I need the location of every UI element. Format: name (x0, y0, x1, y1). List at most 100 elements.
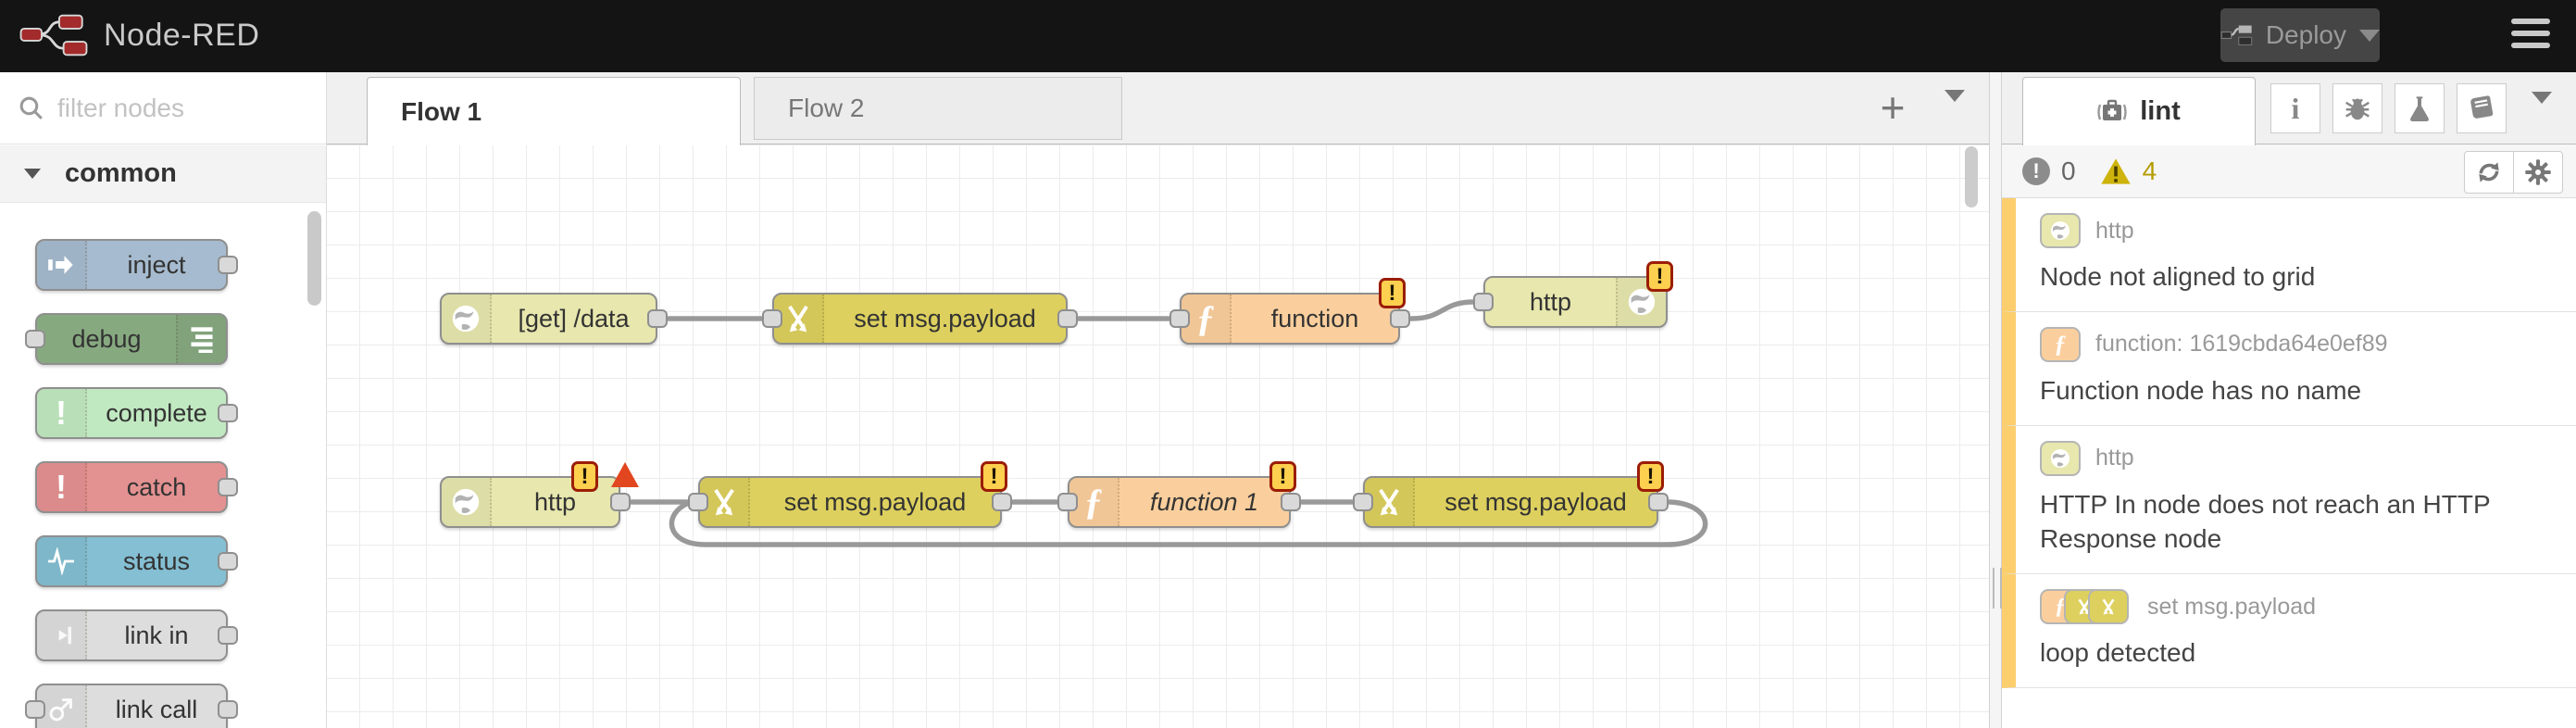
node-output-port[interactable] (218, 700, 238, 719)
node-output-port[interactable] (218, 478, 238, 496)
flow-node-http-in[interactable]: http ! (440, 461, 639, 528)
test-tab-button[interactable] (2395, 83, 2445, 133)
info-tab-button[interactable]: i (2270, 83, 2320, 133)
node-output-port[interactable] (647, 309, 668, 328)
gear-icon (2525, 159, 2551, 185)
palette-search[interactable] (0, 72, 326, 144)
wire[interactable] (1408, 299, 1477, 321)
tab-label: Flow 1 (401, 96, 482, 126)
palette-node-complete[interactable]: ! complete (35, 387, 238, 439)
node-label: link in (124, 621, 189, 649)
plus-icon: + (1880, 83, 1906, 132)
flow-node-function-1[interactable]: ƒ function 1 ! (1057, 461, 1301, 528)
flow-canvas[interactable]: [get] /data set msg.payload ƒ function !… (326, 144, 1989, 728)
exclamation-glyph: ! (1656, 263, 1664, 289)
node-input-port[interactable] (1473, 293, 1494, 311)
palette-node-status[interactable]: status (35, 535, 238, 587)
exclamation-glyph: ! (990, 463, 998, 489)
chevron-down-icon (1945, 90, 1965, 118)
flow-node-function[interactable]: ƒ function ! (1169, 278, 1410, 345)
flow-node-http-in-get-data[interactable]: [get] /data (440, 293, 668, 345)
lint-issue[interactable]: ƒ set msg.payload loop detected (2002, 574, 2576, 688)
node-output-port[interactable] (218, 552, 238, 571)
palette-node-inject[interactable]: inject (35, 239, 238, 291)
lint-action-buttons (2464, 151, 2563, 194)
tab-flow-1[interactable]: Flow 1 (367, 77, 741, 145)
app-title: Node-RED (104, 17, 260, 53)
node-label: set msg.payload (854, 304, 1036, 333)
lint-issue-list: http Node not aligned to grid ƒ function… (2002, 198, 2576, 688)
node-palette: common inject debug ! complete (0, 72, 327, 728)
warning-badge: ! (1379, 278, 1406, 308)
medkit-icon (2097, 99, 2127, 120)
node-red-logo-icon (19, 14, 88, 56)
node-output-port[interactable] (218, 256, 238, 274)
node-input-port[interactable] (688, 493, 708, 511)
function-glyph: ƒ (2054, 330, 2067, 358)
node-label: set msg.payload (1444, 487, 1627, 516)
issue-message: Function node has no name (2040, 375, 2362, 405)
tab-lint[interactable]: lint (2022, 77, 2256, 145)
node-output-port[interactable] (1390, 309, 1410, 328)
tab-flow-2[interactable]: Flow 2 (754, 77, 1122, 140)
http-node-mini-icon (2040, 440, 2081, 476)
node-input-port[interactable] (1353, 493, 1373, 511)
sidebar-options-chevron[interactable] (2532, 92, 2552, 120)
flow-list-chevron-icon[interactable] (1945, 90, 1965, 119)
node-output-port[interactable] (1057, 309, 1078, 328)
warning-triangle-icon (2100, 157, 2131, 184)
settings-button[interactable] (2513, 152, 2562, 193)
error-count: 0 (2061, 156, 2076, 185)
debug-tab-button[interactable] (2332, 83, 2382, 133)
flow-node-http-response[interactable]: http ! (1473, 261, 1673, 328)
flow-node-change-1[interactable]: set msg.payload (762, 293, 1078, 345)
add-flow-button[interactable]: + (1870, 83, 1915, 132)
filter-nodes-input[interactable] (56, 92, 281, 124)
sidebar-tab-bar: lint i (2002, 72, 2576, 145)
palette-node-link-in[interactable]: link in (35, 609, 238, 661)
node-label: debug (71, 324, 142, 353)
help-tab-button[interactable] (2457, 83, 2507, 133)
node-input-port[interactable] (762, 309, 782, 328)
node-output-port[interactable] (1281, 493, 1301, 511)
deploy-icon (2220, 25, 2253, 46)
tab-label: Flow 2 (788, 94, 865, 122)
node-input-port[interactable] (1057, 493, 1078, 511)
deploy-options-chevron-icon[interactable] (2359, 29, 2380, 42)
warning-badge: ! (571, 461, 598, 492)
palette-node-link-call[interactable]: link call (25, 684, 238, 728)
sidebar-splitter[interactable] (1989, 72, 2002, 728)
node-input-port[interactable] (25, 700, 45, 719)
flask-icon (2410, 96, 2429, 121)
wires-layer (629, 299, 1708, 547)
palette-category-common[interactable]: common (0, 145, 326, 203)
main-menu-button[interactable] (2511, 19, 2550, 48)
lint-issue[interactable]: http Node not aligned to grid (2002, 198, 2576, 312)
node-input-port[interactable] (1169, 309, 1190, 328)
node-label: catch (126, 472, 187, 501)
exclamation-icon: ! (37, 389, 87, 437)
flow-node-change-3[interactable]: set msg.payload ! (1353, 461, 1669, 528)
node-input-port[interactable] (25, 330, 45, 348)
node-output-port[interactable] (218, 404, 238, 422)
lint-issue[interactable]: ƒ function: 1619cbda64e0ef89 Function no… (2002, 311, 2576, 426)
refresh-button[interactable] (2465, 152, 2513, 193)
deploy-button[interactable]: Deploy (2220, 8, 2380, 62)
canvas-vertical-scrollbar[interactable] (1965, 146, 1978, 207)
node-output-port[interactable] (1648, 493, 1669, 511)
chevron-down-icon (2532, 92, 2552, 119)
lint-issue[interactable]: http HTTP In node does not reach an HTTP… (2002, 425, 2576, 575)
node-output-port[interactable] (992, 493, 1012, 511)
workspace-tab-bar: Flow 1 Flow 2 + (326, 72, 1989, 145)
node-label: http (533, 487, 577, 516)
node-output-port[interactable] (218, 626, 238, 645)
node-output-port[interactable] (610, 493, 631, 511)
globe-icon (442, 295, 492, 343)
palette-scrollbar[interactable] (307, 211, 321, 306)
tab-label: lint (2140, 96, 2181, 126)
node-label: set msg.payload (783, 487, 967, 516)
node-label: complete (106, 398, 207, 427)
flow-node-change-2[interactable]: set msg.payload ! (688, 461, 1012, 528)
palette-node-catch[interactable]: ! catch (35, 461, 238, 513)
palette-node-debug[interactable]: debug (25, 313, 228, 365)
